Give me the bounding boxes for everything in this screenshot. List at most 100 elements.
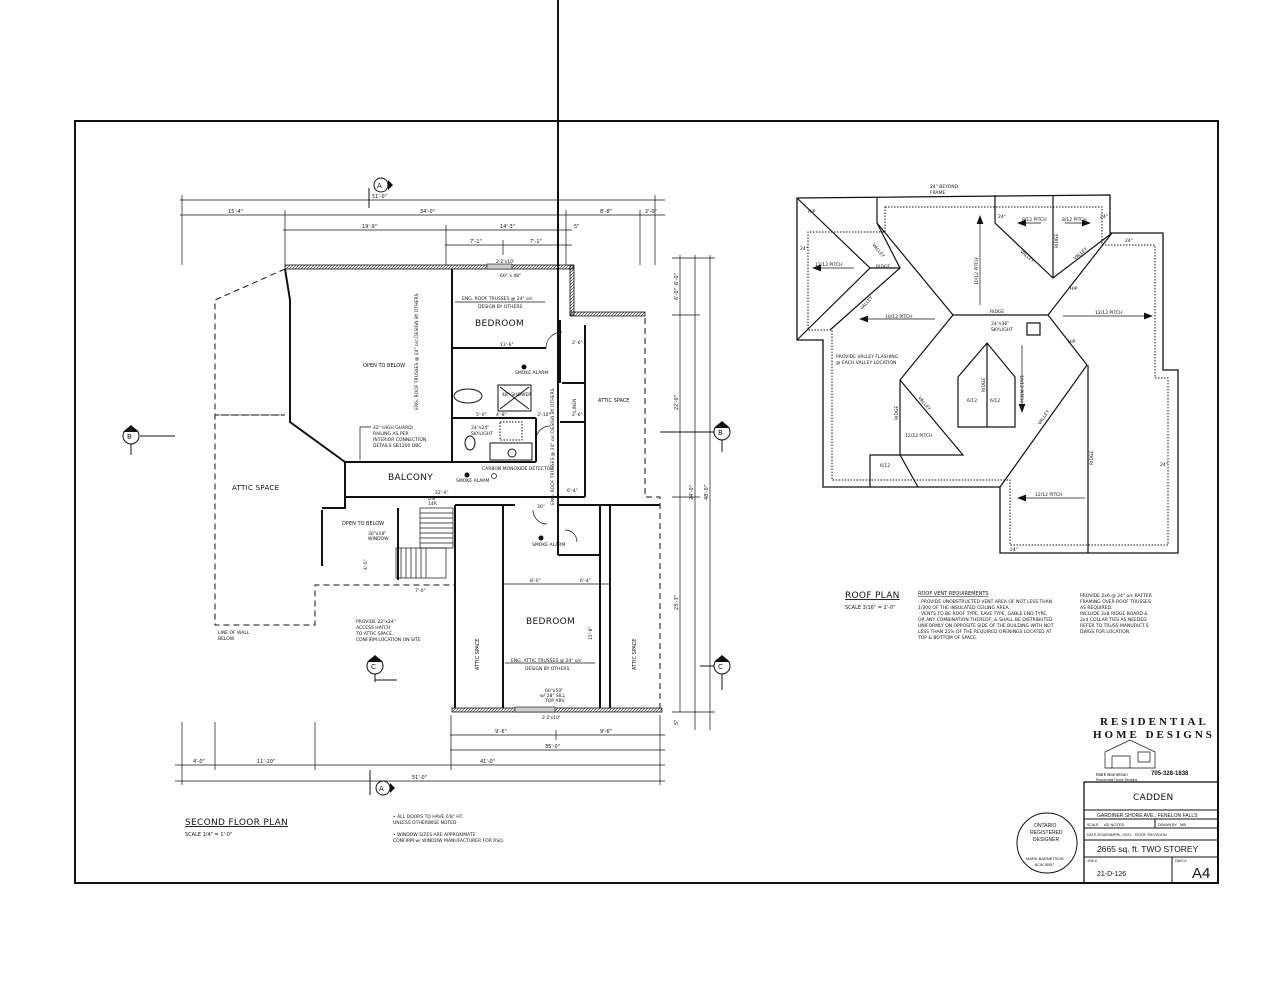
room-label-attic-space: ATTIC SPACE	[632, 639, 638, 670]
vent-line: OR ANY COMBINATION THEREOF, & SHALL BE D…	[918, 617, 1053, 623]
roof-label-pitch: 12/12 PITCH	[1095, 310, 1122, 316]
roof-label-ridge: RIDGE	[894, 406, 900, 420]
rafter-note: AS REQUIRED.	[1080, 605, 1112, 611]
designer-seal: ONTARIO REGISTERED DESIGNER MARK BARNETS…	[1016, 812, 1078, 874]
project-description: 2665 sq. ft. TWO STOREY	[1097, 844, 1199, 854]
roof-label-pitch: 12/12 PITCH	[815, 262, 842, 268]
rafter-note: 2x4 COLLAR TIES AS NEEDED	[1080, 617, 1147, 623]
roof-label-pitch: 6/12	[967, 398, 977, 404]
note-dn: 14R	[428, 501, 437, 507]
dim: 19'-9"	[362, 224, 377, 230]
section-label: A	[377, 182, 382, 190]
note-roof-trusses-vertical: ENG. ROOF TRUSSES @ 24" o/c DESIGN BY OT…	[550, 388, 556, 505]
roof-label-pitch: 10/12 PITCH	[974, 258, 980, 285]
roof-plan-scale: SCALE 3/16" = 1'-0"	[845, 605, 895, 611]
dim-overall-bottom: 51'-0"	[412, 775, 427, 781]
wall-top	[284, 264, 574, 270]
roof-label-ridge: RIDGE	[981, 378, 987, 392]
note-smoke-alarm: SMOKE ALARM	[532, 542, 565, 548]
skylight-outline	[499, 421, 523, 441]
dim: 4'-0"	[193, 759, 205, 765]
note-co-detector: CARBON MONOXIDE DETECTOR	[482, 466, 553, 472]
window	[514, 706, 556, 713]
drawn-label: DRAWN BY:	[1158, 823, 1178, 827]
roof-label-pitch: 8/12 PITCH	[1022, 217, 1047, 223]
seal-text: ONTARIO	[1034, 823, 1057, 829]
dwg-label: DWG #	[1175, 859, 1187, 863]
company-logo-line2: HOME DESIGNS	[1093, 729, 1215, 741]
overhang-dim: 24"	[1160, 462, 1168, 468]
second-floor-plan: 51'-0" 15'-4" 34'-0" 8'-8" 2'-0" 19'-9" …	[122, 0, 731, 844]
sheet-border	[74, 120, 1219, 884]
leader	[359, 426, 371, 460]
roof-note-beyond-frame: 24" BEYOND	[930, 184, 959, 190]
project-name: CADDEN	[1133, 793, 1174, 803]
wall-line-below	[807, 206, 1169, 546]
dim: 5"	[574, 224, 579, 230]
note-design-by-others: DESIGN BY OTHERS	[525, 666, 569, 672]
title-block: RESIDENTIAL HOME DESIGNS Mark Barnetson …	[1016, 716, 1219, 884]
top-dimensions	[180, 195, 665, 265]
rafter-note: REFER TO TRUSS MANUFACT.S	[1080, 623, 1149, 629]
section-marker-a-bottom: A	[369, 770, 395, 796]
room-label-attic-space: ATTIC SPACE	[475, 639, 481, 670]
roof-note-valley-flashing: PROVIDE VALLEY FLASHING	[836, 354, 899, 360]
dim: 14'-3"	[500, 224, 515, 230]
stairs	[395, 507, 454, 579]
note-stair-window: 30"x18"	[368, 531, 386, 537]
seal-text: MARK BARNETSON	[1026, 856, 1064, 861]
dim: 6'-0"	[674, 273, 680, 285]
roof-lines	[796, 195, 1113, 553]
room-label-bedroom: BEDROOM	[526, 617, 575, 627]
vent-requirements-heading: ROOF VENT REQUIREMENTS	[918, 591, 989, 597]
roof-label-hip: HIP	[1070, 286, 1078, 292]
door-swing	[545, 331, 563, 349]
dim: 24'-0"	[689, 485, 695, 500]
note-access-hatch: CONFIRM LOCATION ON SITE	[356, 637, 421, 643]
interior-walls	[284, 0, 660, 708]
overhang-dim: 24"	[998, 214, 1006, 220]
rafter-notes: PROVIDE 2x6 @ 24" o/c RAFTER FRAMING OVE…	[1080, 593, 1152, 635]
shower	[497, 384, 532, 412]
room-label-bedroom: BEDROOM	[475, 319, 524, 329]
section-marker-c-right: C	[700, 655, 731, 690]
roof-label-pitch: 10/12 PITCH	[1018, 375, 1024, 402]
roof-label-ridge: RIDGE	[1054, 234, 1060, 248]
scale-value: AS NOTED	[1104, 822, 1125, 827]
roof-label-valley: VALLEY	[1072, 246, 1089, 261]
drawing-number: A4	[1192, 865, 1210, 882]
general-note: • ALL DOORS TO HAVE 6'8" HT.	[393, 814, 463, 820]
toilet	[464, 435, 476, 451]
smoke-alarm-icon	[538, 535, 544, 541]
section-label: C	[371, 663, 376, 671]
room-label-attic-space: ATTIC SPACE	[232, 484, 279, 492]
section-marker-b-left: B	[122, 425, 175, 455]
note-smoke-alarm: SMOKE ALARM	[456, 478, 489, 484]
dim: 2'-0"	[645, 209, 657, 215]
smoke-alarm-icon	[521, 364, 527, 370]
dim: 2'-6"	[572, 340, 583, 346]
wall	[569, 311, 646, 317]
roof-label-ridge: RIDGE	[876, 264, 890, 270]
dim: 6'-0"	[674, 288, 680, 300]
roof-plan: 24" BEYOND FRAME 24"x36" SKYLIGHT PROVID…	[796, 184, 1179, 641]
dim: 15'-8"	[588, 626, 594, 640]
dim: 5'-0"	[476, 412, 487, 418]
general-note: • WINDOW SIZES ARE APPROXIMATE	[393, 832, 476, 838]
section-label: B	[127, 433, 132, 441]
note-window: 60"x50"	[545, 688, 563, 694]
seal-text: REGISTERED	[1030, 830, 1063, 836]
title-block-frame	[1083, 781, 1219, 884]
note-roof-trusses-vertical: ENG. ROOF TRUSSES @ 24" o/c DESIGN BY OT…	[414, 293, 420, 410]
overhang-dim: 24"	[1100, 214, 1108, 220]
phone: 705-328-1838	[1151, 771, 1189, 777]
dim: 2-2'x10'	[496, 259, 514, 265]
wall	[569, 264, 575, 316]
vent-line: - PROVIDE UNOBSTRUCTED VENT AREA OF NOT …	[918, 599, 1052, 605]
door-swing	[564, 529, 578, 543]
note-guard: 42" HIGH GUARD/	[373, 425, 414, 431]
roof-label-ridge: RIDGE	[1089, 451, 1095, 465]
vent-line: TOP & BOTTOM OF SPACE.	[917, 635, 977, 641]
dim: 48'-0"	[704, 485, 710, 500]
room-label-open-to-below: OPEN TO BELOW	[342, 521, 384, 527]
